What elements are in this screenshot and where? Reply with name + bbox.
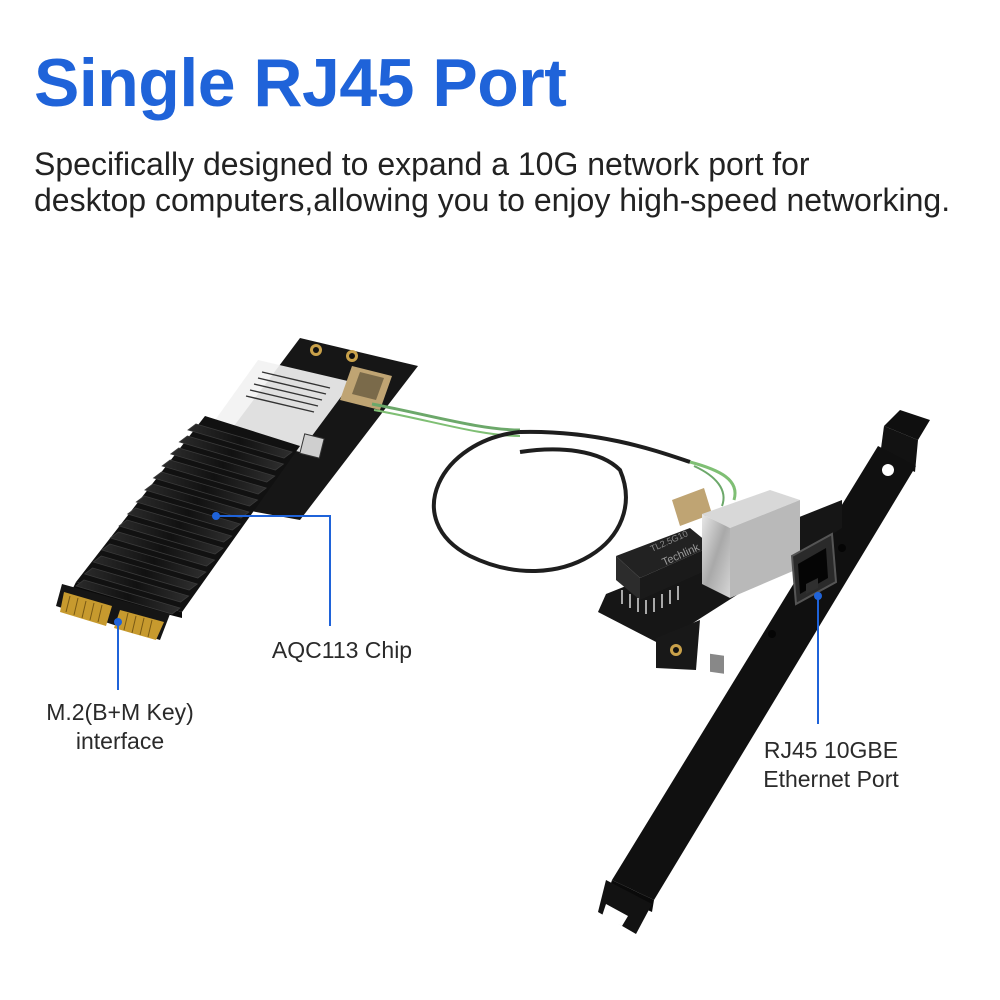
heatsink-fin xyxy=(152,471,259,507)
bracket-plate xyxy=(612,446,916,900)
page-title: Single RJ45 Port xyxy=(34,45,567,121)
heatsink-fin xyxy=(92,555,199,591)
subtitle-line-1: Specifically designed to expand a 10G ne… xyxy=(34,146,810,182)
gold-edge-connector xyxy=(56,584,170,640)
rj45-port[interactable] xyxy=(790,532,838,606)
low-profile-bracket xyxy=(598,410,930,934)
barcode-graphic xyxy=(245,371,331,413)
callout-lines xyxy=(114,512,822,724)
magnetics-chip xyxy=(616,528,712,578)
m2-card xyxy=(56,338,418,640)
heatsink-fin xyxy=(187,423,293,459)
heatsink-fin xyxy=(135,495,242,531)
heatsink-fin xyxy=(161,459,268,495)
heatsink-fin xyxy=(169,447,276,483)
network-board: Techlink TL2.5G10 xyxy=(598,488,842,674)
page-subtitle: Specifically designed to expand a 10G ne… xyxy=(34,146,984,218)
qr-code-graphic xyxy=(299,433,325,459)
rj45-jack-housing xyxy=(702,490,800,674)
callout-port-label: RJ45 10GBE Ethernet Port xyxy=(763,737,899,792)
heatsink-fin xyxy=(118,519,224,555)
bracket-slot-hole xyxy=(882,464,894,476)
heatsink-fin xyxy=(75,579,181,615)
heatsink-fin xyxy=(144,483,250,519)
callout-chip-label: AQC113 Chip xyxy=(271,637,413,663)
callout-line-chip xyxy=(216,515,331,626)
callout-interface-label: M.2(B+M Key) interface xyxy=(46,699,194,754)
heatsink xyxy=(72,416,300,618)
heatsink-fin xyxy=(178,435,285,471)
subtitle-line-2: desktop computers,allowing you to enjoy … xyxy=(34,182,951,218)
heatsink-fin xyxy=(100,543,207,579)
cable xyxy=(371,402,737,574)
heatsink-fin xyxy=(126,507,233,543)
heatsink-fin xyxy=(109,531,216,567)
heatsink-fin xyxy=(83,567,190,603)
